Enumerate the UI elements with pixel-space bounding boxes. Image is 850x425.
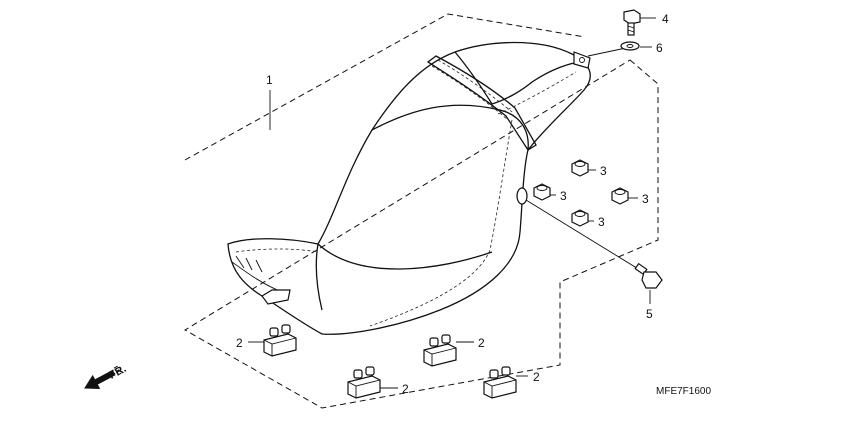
- grommet-c-icon: [611, 187, 629, 205]
- direction-label: FR.: [107, 363, 128, 382]
- callout-2a: 2: [236, 336, 243, 350]
- bracket-c-icon: [347, 366, 381, 399]
- bracket-a-icon: [263, 324, 297, 357]
- callout-3c: 3: [642, 192, 649, 206]
- reference-code: MFE7F1600: [656, 386, 711, 397]
- callout-4: 4: [662, 12, 669, 26]
- bolt-bottom-icon: [634, 262, 663, 289]
- callout-3b: 3: [560, 189, 567, 203]
- front-direction-arrow-icon: [84, 365, 122, 389]
- seat-illustration: [227, 41, 591, 335]
- bracket-b-icon: [423, 334, 457, 367]
- assembly-boundary: [184, 13, 659, 409]
- callout-2d: 2: [533, 370, 540, 384]
- bolt-top-icon: [623, 9, 641, 36]
- callout-3d: 3: [598, 215, 605, 229]
- callout-2b: 2: [478, 336, 485, 350]
- washer-icon: [620, 41, 640, 51]
- callout-1: 1: [266, 73, 273, 87]
- callout-2c: 2: [402, 382, 409, 396]
- callout-6: 6: [656, 41, 663, 55]
- callout-3a: 3: [600, 164, 607, 178]
- grommet-b-icon: [533, 183, 551, 201]
- bolt-leader-top: [587, 47, 627, 57]
- bracket-d-icon: [483, 366, 517, 399]
- callout-5: 5: [646, 307, 653, 321]
- bolt-leader-bottom: [525, 199, 641, 271]
- grommet-d-icon: [571, 209, 589, 227]
- grommet-a-icon: [571, 159, 589, 177]
